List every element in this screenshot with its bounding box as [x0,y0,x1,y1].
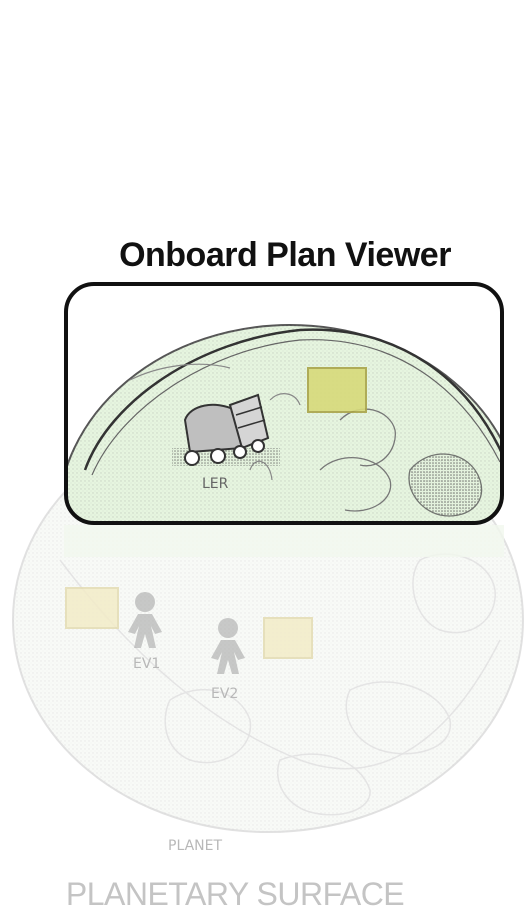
target-zone-faded-right [264,618,312,658]
surface-caption: PLANETARY SURFACE [0,876,470,913]
target-zone-faded-left [66,588,118,628]
astronaut-ev2-label: EV2 [211,686,238,702]
planet-label: PLANET [168,838,222,854]
viewer-frame [64,282,504,525]
viewer-shadow-band [64,525,504,557]
astronaut-ev1-label: EV1 [133,656,160,672]
